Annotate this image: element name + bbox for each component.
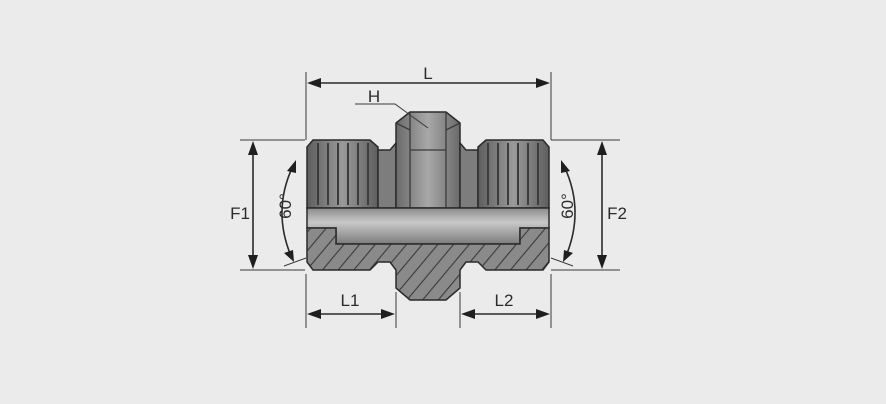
fitting-body [306, 111, 550, 209]
dimension-F1 [248, 141, 258, 269]
right-neck [459, 140, 479, 209]
hatched-wall [306, 227, 550, 301]
dimension-F2 [597, 141, 607, 269]
hex-face-lines [395, 112, 461, 208]
extension-lines [240, 72, 620, 328]
label-H: H [368, 87, 380, 106]
angle-right [550, 160, 576, 267]
angle-left [281, 160, 307, 267]
label-F1: F1 [230, 204, 250, 223]
label-angle-left: 60° [276, 193, 295, 219]
label-F2: F2 [607, 204, 627, 223]
dimension-L2 [461, 309, 550, 319]
right-thread-grooves [487, 143, 539, 205]
bore [306, 207, 550, 245]
label-angle-right: 60° [558, 193, 577, 219]
section-view [306, 207, 550, 301]
label-L: L [423, 64, 432, 83]
dimension-L [307, 78, 550, 88]
left-neck [377, 140, 397, 209]
label-L2: L2 [495, 291, 514, 310]
label-L1: L1 [341, 291, 360, 310]
dimension-L1 [307, 309, 395, 319]
left-thread-grooves [317, 143, 369, 205]
hex-body [395, 111, 461, 209]
